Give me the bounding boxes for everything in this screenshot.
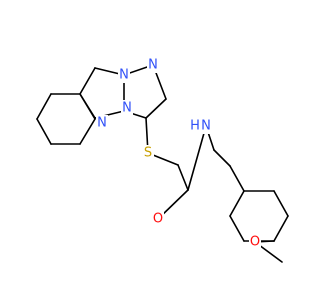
- atom-nh: N: [200, 118, 212, 134]
- atom-h-label: H: [190, 119, 200, 134]
- atom-h: H: [189, 118, 201, 134]
- bond: [145, 98, 167, 119]
- bond: [79, 67, 96, 95]
- atom-s-label: S: [144, 146, 152, 161]
- atom-n4-label: N: [122, 101, 132, 116]
- atom-n1-label: N: [119, 68, 129, 83]
- atom-n2: N: [147, 57, 159, 73]
- atom-o-methoxy-label: O: [250, 235, 260, 250]
- bond: [36, 93, 52, 120]
- atom-n5-label: N: [97, 116, 107, 131]
- atom-s: S: [142, 145, 154, 161]
- atom-nh-label: N: [201, 119, 211, 134]
- atom-o-carbonyl: O: [152, 211, 164, 227]
- bond: [229, 190, 245, 217]
- bond: [177, 164, 189, 191]
- bond: [229, 165, 245, 192]
- molecule-structure-diagram: N N N N S O N H: [36, 57, 289, 263]
- atom-label-layer: N N N N S O N H: [96, 57, 261, 250]
- atom-n1: N: [118, 67, 130, 83]
- bond: [36, 118, 52, 145]
- bond: [187, 125, 207, 191]
- bond: [273, 190, 289, 217]
- bond: [79, 93, 96, 120]
- bond: [213, 149, 231, 167]
- atom-n2-label: N: [148, 58, 158, 73]
- bond: [273, 215, 289, 242]
- atom-o-methoxy: O: [249, 234, 261, 250]
- atom-o-carbonyl-label: O: [153, 212, 163, 227]
- bond: [229, 215, 245, 242]
- bond: [79, 118, 96, 145]
- atom-n4: N: [121, 100, 133, 116]
- atom-n5: N: [96, 115, 108, 131]
- bond-layer: [36, 64, 289, 263]
